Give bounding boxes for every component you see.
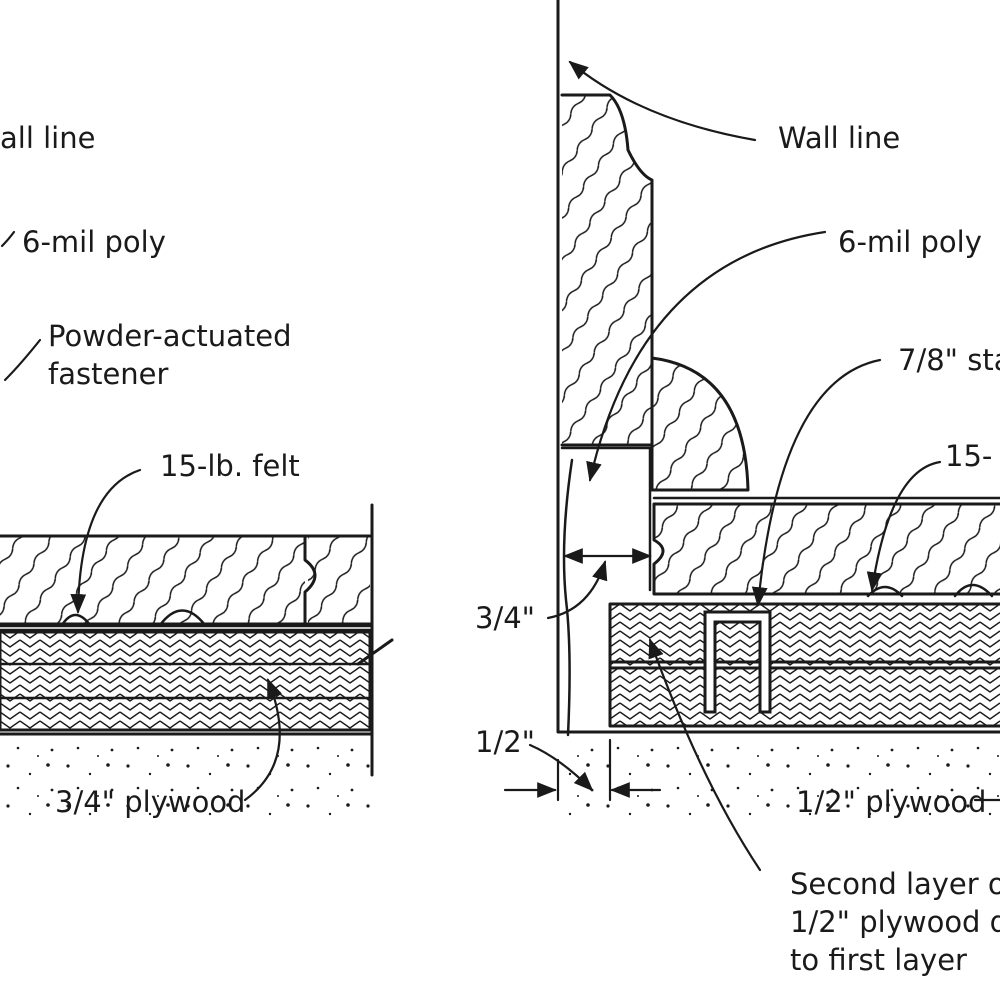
right-second-layer-leader	[648, 638, 762, 872]
right-plywood-layers	[610, 604, 1000, 726]
right-concrete-slab	[560, 736, 1000, 816]
left-felt-bump-1	[60, 613, 92, 627]
left-concrete-slab	[0, 735, 372, 825]
right-offset-leader	[528, 743, 594, 792]
right-staple-label: 7/8" sta	[898, 343, 1000, 377]
right-felt-bump-1	[866, 585, 904, 598]
left-plywood-leader	[243, 678, 282, 802]
left-felt-bump-2	[158, 609, 207, 627]
left-plywood-label: 3/4" plywood	[55, 785, 245, 819]
right-felt-leader	[866, 460, 942, 592]
left-fastener-label-1: Powder-actuated	[48, 319, 292, 353]
right-shoe-molding-outline	[650, 356, 750, 492]
right-baseboard-outline	[560, 93, 654, 447]
right-second-layer-label-2: 1/2" plywood di	[790, 905, 1000, 939]
left-fastener	[356, 638, 394, 666]
right-offset-extension	[556, 738, 612, 802]
right-detail: Wall line 6-mil poly 7/8" sta 15- 3/4" 1…	[475, 0, 1000, 977]
right-staple	[703, 610, 772, 714]
right-shoe-molding	[652, 358, 748, 490]
left-poly-label: 6-mil poly	[22, 225, 166, 259]
left-tongue-groove	[303, 534, 317, 626]
right-wall-line-label: Wall line	[778, 121, 900, 155]
right-wall-line-leader	[568, 60, 757, 142]
right-plywood-label: 1/2" plywood	[796, 785, 986, 819]
left-plywood-layer	[0, 632, 370, 730]
right-felt-bump-2	[953, 583, 994, 598]
left-detail: all line 6-mil poly Powder-actuated fast…	[0, 121, 394, 825]
right-second-layer-label-3: to first layer	[790, 943, 967, 977]
left-wall-line-label: all line	[0, 121, 95, 155]
right-felt-label: 15-	[945, 439, 992, 473]
right-poly-up-wall	[562, 458, 574, 737]
right-baseboard	[562, 95, 652, 445]
right-wall-line	[556, 0, 1000, 734]
right-staple-leader	[751, 358, 882, 607]
left-plywood-plies	[0, 662, 372, 700]
right-second-layer-label-1: Second layer o	[790, 867, 1000, 901]
right-expansion-gap	[560, 446, 652, 592]
right-offset-label: 1/2"	[475, 725, 535, 759]
left-felt-leader	[70, 468, 142, 614]
left-fastener-leader	[3, 338, 42, 382]
right-plywood-outline	[608, 602, 1000, 728]
right-flooring-board	[654, 504, 1000, 594]
right-poly-label: 6-mil poly	[838, 225, 982, 259]
right-poly-leader	[586, 230, 827, 482]
left-flooring-board-2	[308, 536, 370, 624]
left-plywood-outline	[0, 630, 372, 732]
right-gap-leader	[546, 560, 608, 620]
left-felt-poly-lines	[0, 624, 372, 632]
left-flooring-board	[0, 536, 305, 624]
left-poly-leader	[0, 230, 16, 248]
right-gap-label: 3/4"	[475, 601, 535, 635]
left-fastener-label-2: fastener	[48, 357, 169, 391]
left-felt-label: 15-lb. felt	[160, 449, 300, 483]
right-flooring-outline	[652, 502, 1000, 596]
